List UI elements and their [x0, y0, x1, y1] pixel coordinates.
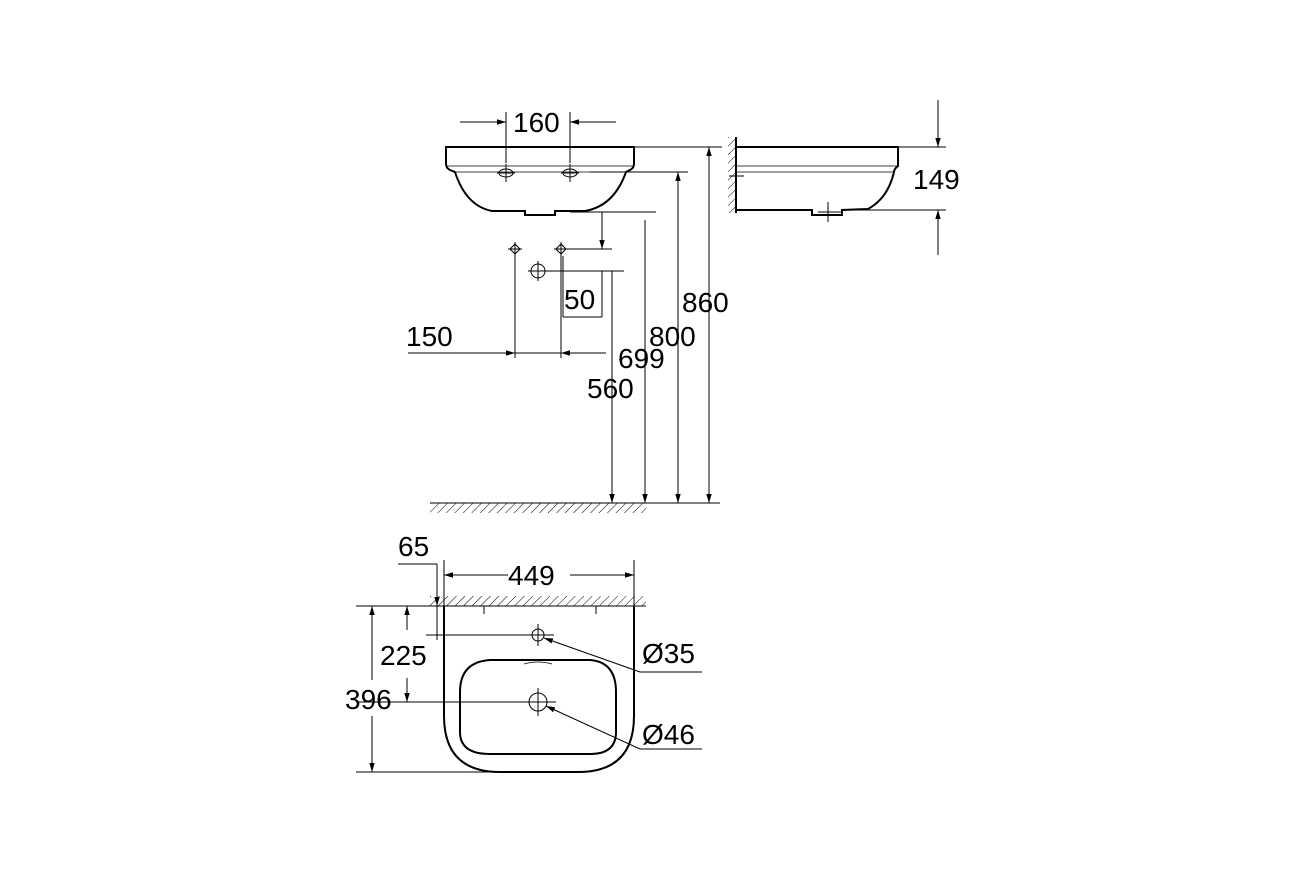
label-150: 150	[406, 321, 453, 352]
label-800: 800	[649, 321, 696, 352]
dimension-449: 449	[443, 560, 635, 606]
dimension-50: 50	[562, 211, 656, 318]
label-560: 560	[587, 373, 634, 404]
floor-line	[430, 502, 720, 513]
label-dia46: Ø46	[642, 719, 695, 750]
label-396: 396	[345, 684, 392, 715]
label-225: 225	[380, 640, 427, 671]
dimension-160: 160	[460, 107, 616, 163]
basin-side-outline	[735, 146, 899, 216]
side-view: 149	[728, 100, 960, 255]
basin-front-outline	[445, 146, 635, 216]
dimension-860: 860	[634, 146, 729, 503]
leader-dia46: Ø46	[545, 705, 702, 750]
front-view: 160 50	[406, 107, 729, 513]
basin-top-outline	[443, 606, 635, 773]
top-view: Ø35 Ø46 449 65 225	[345, 531, 702, 773]
waste-outlet	[528, 261, 624, 281]
wall-fixing-right	[554, 242, 612, 256]
dimension-560: 560	[587, 271, 634, 503]
side-wall	[728, 137, 737, 213]
tap-hole-left	[497, 164, 515, 182]
dimension-149: 149	[842, 100, 960, 255]
top-tap-hole	[426, 624, 554, 646]
label-449: 449	[508, 560, 555, 591]
label-50: 50	[564, 284, 595, 315]
dimension-65: 65	[398, 531, 440, 640]
dimension-800: 800	[590, 171, 696, 503]
label-860: 860	[682, 287, 729, 318]
label-160: 160	[513, 107, 560, 138]
label-699: 699	[618, 343, 665, 374]
dimension-150: 150	[406, 256, 606, 358]
label-dia35: Ø35	[642, 638, 695, 669]
dimension-396: 396	[345, 605, 500, 773]
tap-hole-right	[561, 164, 579, 182]
leader-dia35: Ø35	[543, 637, 702, 673]
top-wall	[430, 596, 646, 607]
label-149: 149	[913, 164, 960, 195]
wall-fixing-left	[508, 242, 522, 256]
label-65: 65	[398, 531, 429, 562]
dimension-699: 699	[618, 220, 665, 503]
dimension-225: 225	[380, 605, 444, 702]
top-waste	[356, 688, 556, 716]
bowl-outline	[459, 659, 617, 755]
